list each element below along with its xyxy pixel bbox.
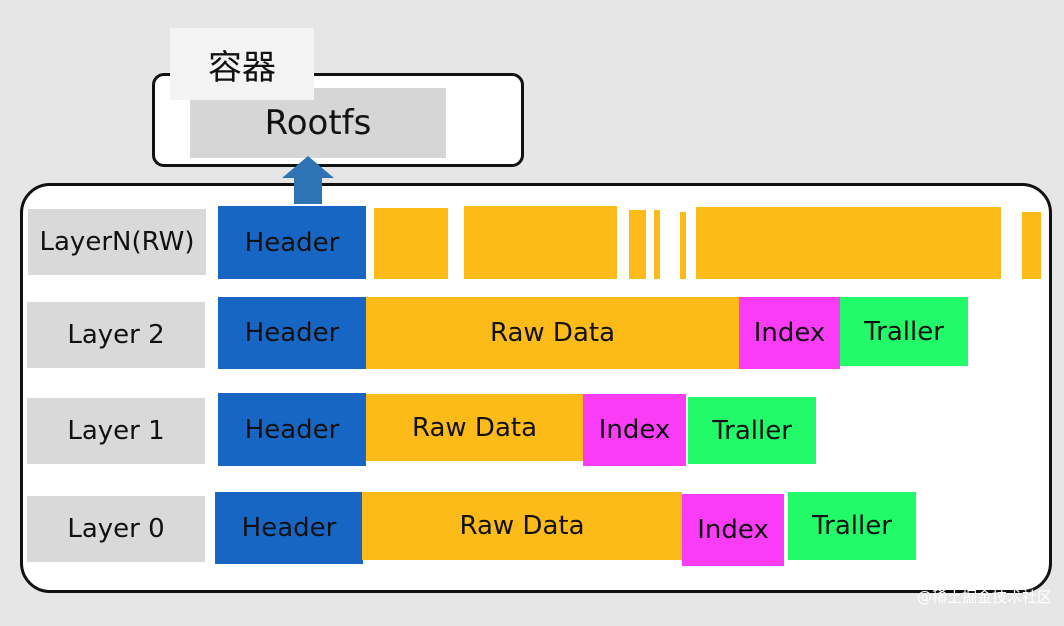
row-label-text: LayerN(RW) bbox=[39, 227, 195, 257]
layer1-header-block: Header bbox=[218, 393, 366, 466]
layerN-header-block: Header bbox=[218, 206, 366, 279]
layer2-index-block: Index bbox=[739, 297, 840, 369]
row-label-layer2: Layer 2 bbox=[27, 302, 205, 368]
layer0-header-block: Header bbox=[215, 492, 363, 564]
container-label: 容器 bbox=[170, 28, 314, 100]
layer1-index-block: Index bbox=[583, 394, 686, 466]
layer1-traller-block: Traller bbox=[688, 397, 816, 464]
layerN-data-fragment bbox=[696, 207, 1001, 279]
layer2-header-block: Header bbox=[218, 297, 366, 369]
layerN-data-fragment bbox=[464, 206, 617, 279]
layer1-raw-data-block: Raw Data bbox=[366, 394, 583, 461]
row-label-layer1: Layer 1 bbox=[27, 398, 205, 464]
traller-text: Traller bbox=[812, 511, 892, 541]
container-label-text: 容器 bbox=[208, 47, 276, 88]
layer0-traller-block: Traller bbox=[788, 492, 916, 560]
index-text: Index bbox=[697, 515, 769, 545]
layerN-data-fragment bbox=[374, 208, 448, 279]
header-text: Header bbox=[244, 318, 340, 348]
rootfs-label: Rootfs bbox=[264, 103, 372, 143]
index-text: Index bbox=[598, 415, 671, 445]
layer0-raw-data-block: Raw Data bbox=[362, 492, 682, 560]
header-text: Header bbox=[244, 227, 340, 258]
layerN-data-fragment bbox=[680, 212, 686, 279]
layer2-raw-data-block: Raw Data bbox=[366, 297, 739, 369]
raw-data-text: Raw Data bbox=[489, 318, 616, 348]
row-label-text: Layer 2 bbox=[67, 320, 165, 350]
up-arrow-icon bbox=[282, 156, 334, 204]
traller-text: Traller bbox=[864, 316, 944, 347]
index-text: Index bbox=[753, 318, 826, 348]
row-label-layer0: Layer 0 bbox=[27, 496, 205, 562]
row-label-text: Layer 0 bbox=[67, 514, 165, 544]
layerN-data-fragment bbox=[654, 210, 660, 279]
header-text: Header bbox=[241, 513, 337, 543]
layerN-data-fragment bbox=[629, 210, 646, 279]
watermark-text: @稀土掘金技术社区 bbox=[916, 588, 1052, 606]
traller-text: Traller bbox=[712, 415, 792, 446]
layer2-traller-block: Traller bbox=[840, 297, 968, 366]
raw-data-text: Raw Data bbox=[459, 511, 585, 541]
row-label-text: Layer 1 bbox=[67, 416, 165, 446]
raw-data-text: Raw Data bbox=[411, 412, 538, 443]
layerN-data-fragment bbox=[1022, 212, 1041, 279]
row-label-layerN: LayerN(RW) bbox=[28, 209, 206, 275]
layer0-index-block: Index bbox=[682, 494, 784, 566]
header-text: Header bbox=[244, 414, 340, 445]
